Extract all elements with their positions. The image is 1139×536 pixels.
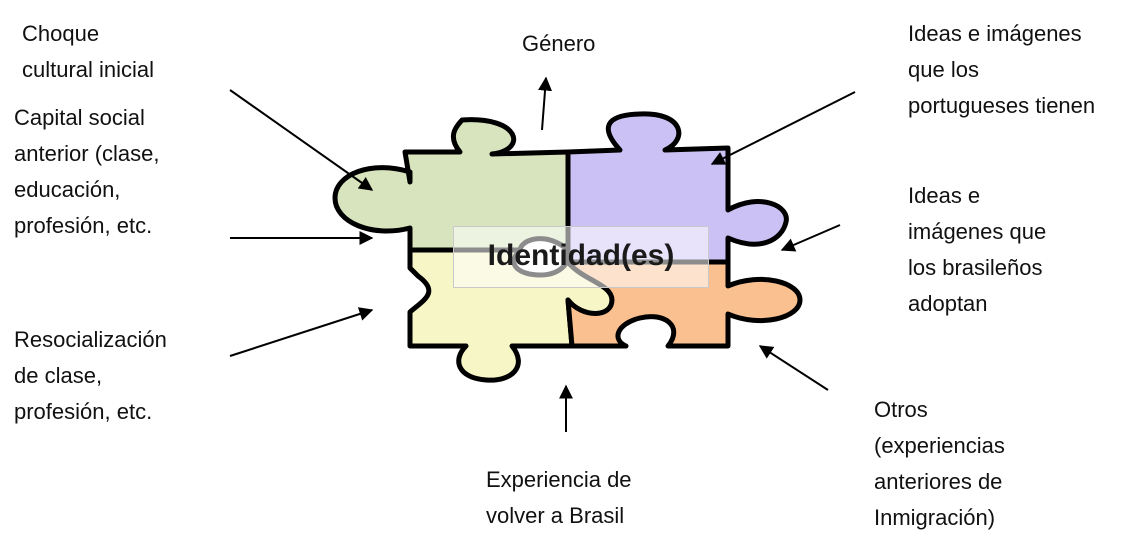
label-line: Resocialización bbox=[14, 327, 167, 352]
arrow-choque bbox=[229, 89, 374, 191]
label-line: Ideas e bbox=[908, 183, 981, 208]
center-label-box bbox=[453, 226, 709, 288]
arrow-genero bbox=[538, 76, 553, 131]
label-otros: Otros (experiencias anteriores de Inmigr… bbox=[874, 392, 1005, 536]
label-line: portugueses tienen bbox=[908, 93, 1096, 118]
label-line: Experiencia de bbox=[486, 467, 632, 492]
label-ideas-brasilenos: Ideas e imágenes que los brasileños adop… bbox=[908, 178, 1046, 322]
label-line: los brasileños bbox=[908, 255, 1043, 280]
label-line: adoptan bbox=[908, 291, 988, 316]
label-line: profesión, etc. bbox=[14, 399, 153, 424]
label-line: profesión, etc. bbox=[14, 213, 153, 238]
arrow-ideas-brasilenos bbox=[780, 224, 841, 252]
label-line: imágenes que bbox=[908, 219, 1047, 244]
label-line: volver a Brasil bbox=[486, 503, 625, 528]
arrow-ideas-portugueses bbox=[710, 91, 856, 165]
label-line: que los bbox=[908, 57, 979, 82]
center-title: Identidad(es) bbox=[487, 239, 675, 272]
label-line: cultural inicial bbox=[22, 57, 155, 82]
label-choque-cultural: Choque cultural inicial bbox=[22, 16, 154, 88]
label-ideas-portugueses: Ideas e imágenes que los portugueses tie… bbox=[908, 16, 1095, 124]
label-volver-brasil: Experiencia de volver a Brasil bbox=[486, 462, 632, 534]
label-genero: Género bbox=[522, 26, 595, 62]
label-line: Género bbox=[522, 31, 596, 56]
label-line: Choque bbox=[22, 21, 100, 46]
label-line: anteriores de bbox=[874, 469, 1003, 494]
arrow-otros bbox=[758, 345, 829, 391]
label-line: Otros bbox=[874, 397, 928, 422]
label-line: de clase, bbox=[14, 363, 103, 388]
label-line: Capital social bbox=[14, 105, 145, 130]
label-line: anterior (clase, bbox=[14, 141, 160, 166]
label-line: educación, bbox=[14, 177, 121, 202]
label-line: (experiencias bbox=[874, 433, 1005, 458]
label-line: Ideas e imágenes bbox=[908, 21, 1082, 46]
label-line: Inmigración) bbox=[874, 505, 996, 530]
arrow-resocializacion bbox=[229, 307, 374, 357]
puzzle-piece-top-right bbox=[565, 111, 789, 265]
label-capital-social: Capital social anterior (clase, educació… bbox=[14, 100, 160, 244]
label-resocializacion: Resocialización de clase, profesión, etc… bbox=[14, 322, 167, 430]
